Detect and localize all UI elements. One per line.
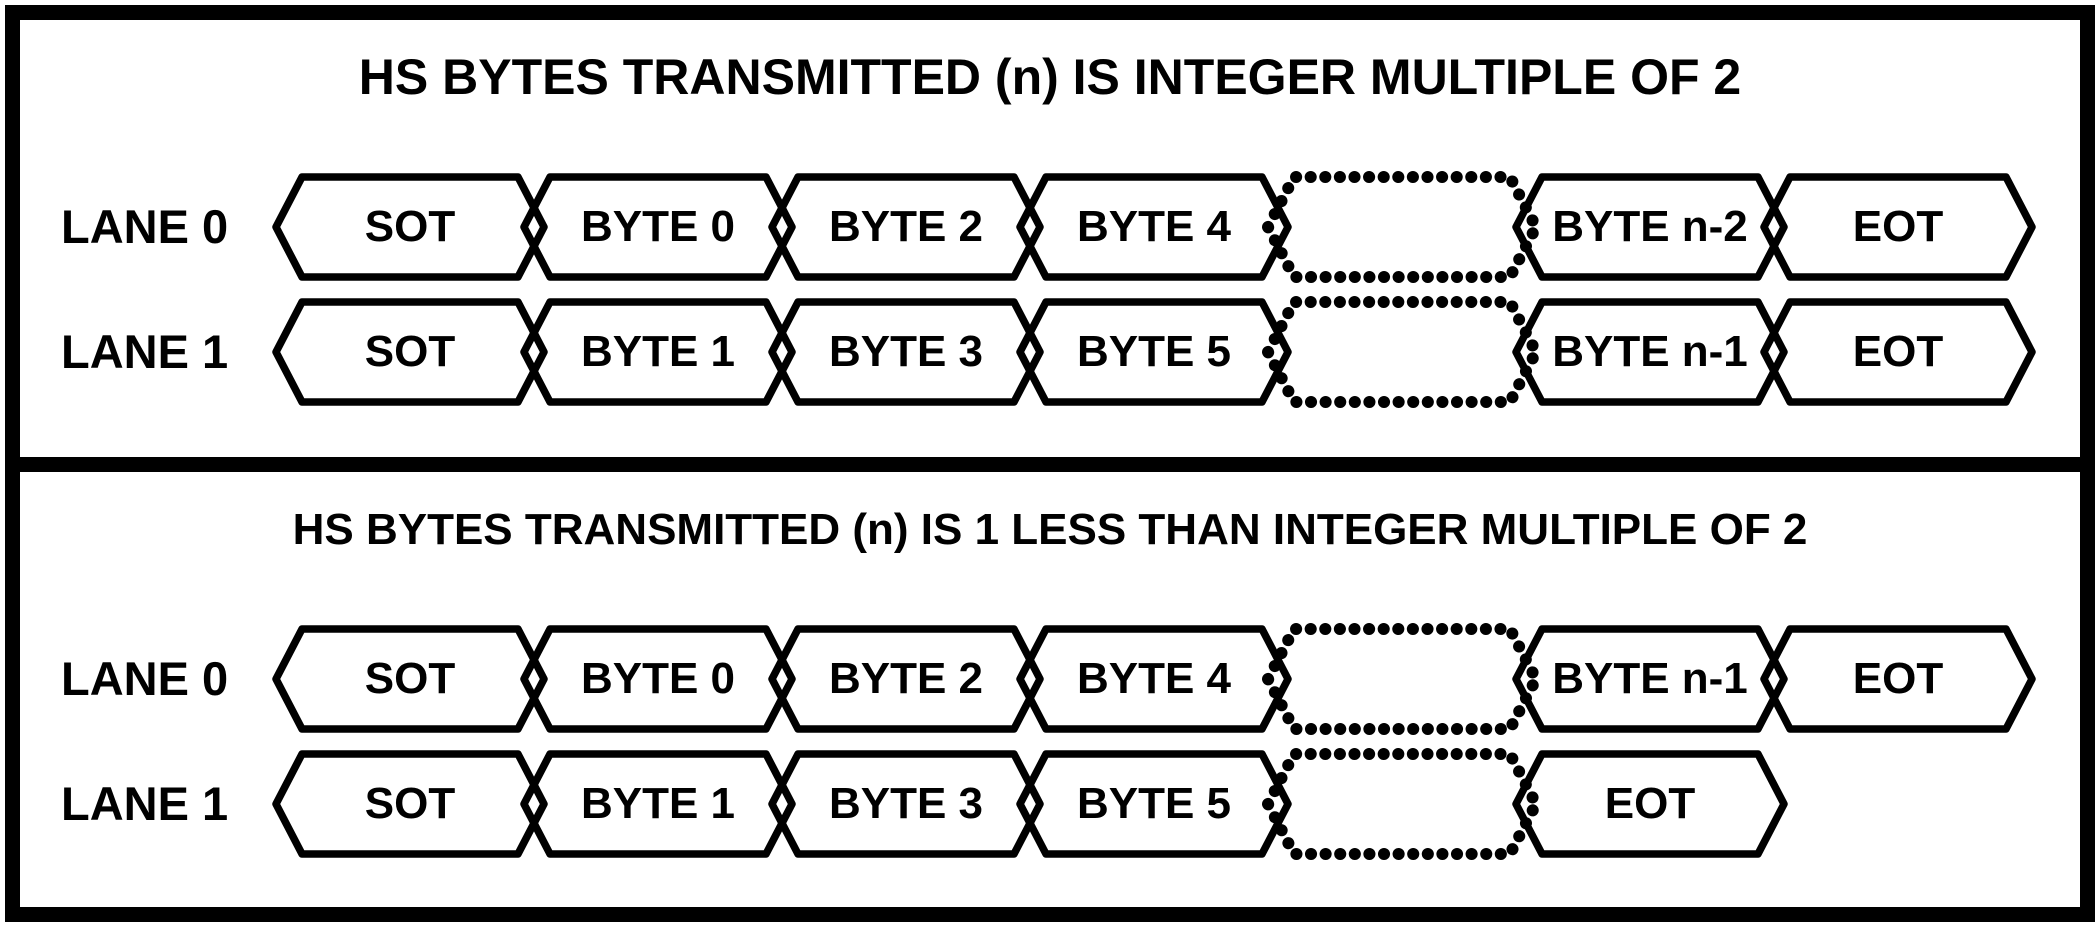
cell-byte-3: BYTE 3 [768, 297, 1044, 407]
panel-title: HS BYTES TRANSMITTED (n) IS 1 LESS THAN … [292, 505, 1808, 554]
cell-label: BYTE 4 [1076, 654, 1232, 703]
panel-even-multiple: HS BYTES TRANSMITTED (n) IS INTEGER MULT… [5, 5, 2095, 472]
cell-byte-0: BYTE 0 [520, 172, 796, 282]
cell-label: BYTE 0 [580, 202, 736, 251]
cell-continuation-placeholder [1262, 171, 1542, 283]
cell-byte-n-1: BYTE n-1 [1512, 297, 1788, 407]
lane-track: SOT BYTE 1 BYTE 3 BYTE 5 EOT [272, 748, 2062, 860]
lane-track: SOT BYTE 1 BYTE 3 BYTE 5 BYTE n-1 EOT [272, 296, 2062, 408]
cell-label: EOT [1852, 327, 1944, 376]
cell-label: BYTE 3 [828, 327, 984, 376]
cell-label: SOT [364, 202, 456, 251]
cell-continuation-placeholder [1262, 623, 1542, 735]
cell-continuation-placeholder [1262, 296, 1542, 408]
cell-sot: SOT [272, 297, 548, 407]
cell-byte-2: BYTE 2 [768, 172, 1044, 282]
lane-track: SOT BYTE 0 BYTE 2 BYTE 4 BYTE n-2 EOT [272, 171, 2062, 283]
cell-byte-4: BYTE 4 [1016, 172, 1292, 282]
cell-label: EOT [1604, 779, 1696, 828]
cell-label: SOT [364, 654, 456, 703]
cell-label: BYTE 3 [828, 779, 984, 828]
cell-sot: SOT [272, 749, 548, 859]
cell-byte-n-2: BYTE n-2 [1512, 172, 1788, 282]
cell-label: EOT [1852, 202, 1944, 251]
cell-label: SOT [364, 327, 456, 376]
cell-label: BYTE 5 [1076, 779, 1232, 828]
lane-label: LANE 0 [61, 652, 229, 705]
cell-byte-1: BYTE 1 [520, 297, 796, 407]
cell-byte-1: BYTE 1 [520, 749, 796, 859]
panel-one-less-than-multiple: HS BYTES TRANSMITTED (n) IS 1 LESS THAN … [5, 457, 2095, 922]
cell-eot: EOT [1760, 624, 2036, 734]
cell-label: BYTE 2 [828, 202, 984, 251]
cell-sot: SOT [272, 624, 548, 734]
cell-label: BYTE 1 [580, 779, 736, 828]
lane-row: LANE 1 SOT BYTE 1 BYTE 3 BYTE 5 EOT [20, 748, 2080, 860]
cell-byte-3: BYTE 3 [768, 749, 1044, 859]
lane-row: LANE 0 SOT BYTE 0 BYTE 2 BYTE 4 BYTE n-2 EOT [20, 171, 2080, 283]
cell-eot: EOT [1512, 749, 1788, 859]
cell-byte-4: BYTE 4 [1016, 624, 1292, 734]
cell-label: BYTE n-1 [1552, 327, 1748, 376]
lane-label: LANE 0 [61, 200, 229, 253]
cell-byte-5: BYTE 5 [1016, 749, 1292, 859]
cell-label: BYTE 4 [1076, 202, 1232, 251]
cell-sot: SOT [272, 172, 548, 282]
cell-label: BYTE 2 [828, 654, 984, 703]
cell-label: SOT [364, 779, 456, 828]
lane-label: LANE 1 [61, 325, 229, 378]
lane-label: LANE 1 [61, 777, 229, 830]
lane-track: SOT BYTE 0 BYTE 2 BYTE 4 BYTE n-1 EOT [272, 623, 2062, 735]
cell-eot: EOT [1760, 297, 2036, 407]
cell-label: BYTE 1 [580, 327, 736, 376]
cell-byte-2: BYTE 2 [768, 624, 1044, 734]
cell-byte-n-1: BYTE n-1 [1512, 624, 1788, 734]
cell-eot: EOT [1760, 172, 2036, 282]
cell-label: EOT [1852, 654, 1944, 703]
lane-row: LANE 0 SOT BYTE 0 BYTE 2 BYTE 4 BYTE n-1 EOT [20, 623, 2080, 735]
cell-label: BYTE 5 [1076, 327, 1232, 376]
cell-byte-5: BYTE 5 [1016, 297, 1292, 407]
cell-label: BYTE n-2 [1552, 202, 1748, 251]
cell-label: BYTE n-1 [1552, 654, 1748, 703]
lane-row: LANE 1 SOT BYTE 1 BYTE 3 BYTE 5 BYTE n-1 EOT [20, 296, 2080, 408]
cell-label: BYTE 0 [580, 654, 736, 703]
cell-continuation-placeholder [1262, 748, 1542, 860]
panel-title: HS BYTES TRANSMITTED (n) IS INTEGER MULT… [358, 49, 1742, 105]
cell-byte-0: BYTE 0 [520, 624, 796, 734]
